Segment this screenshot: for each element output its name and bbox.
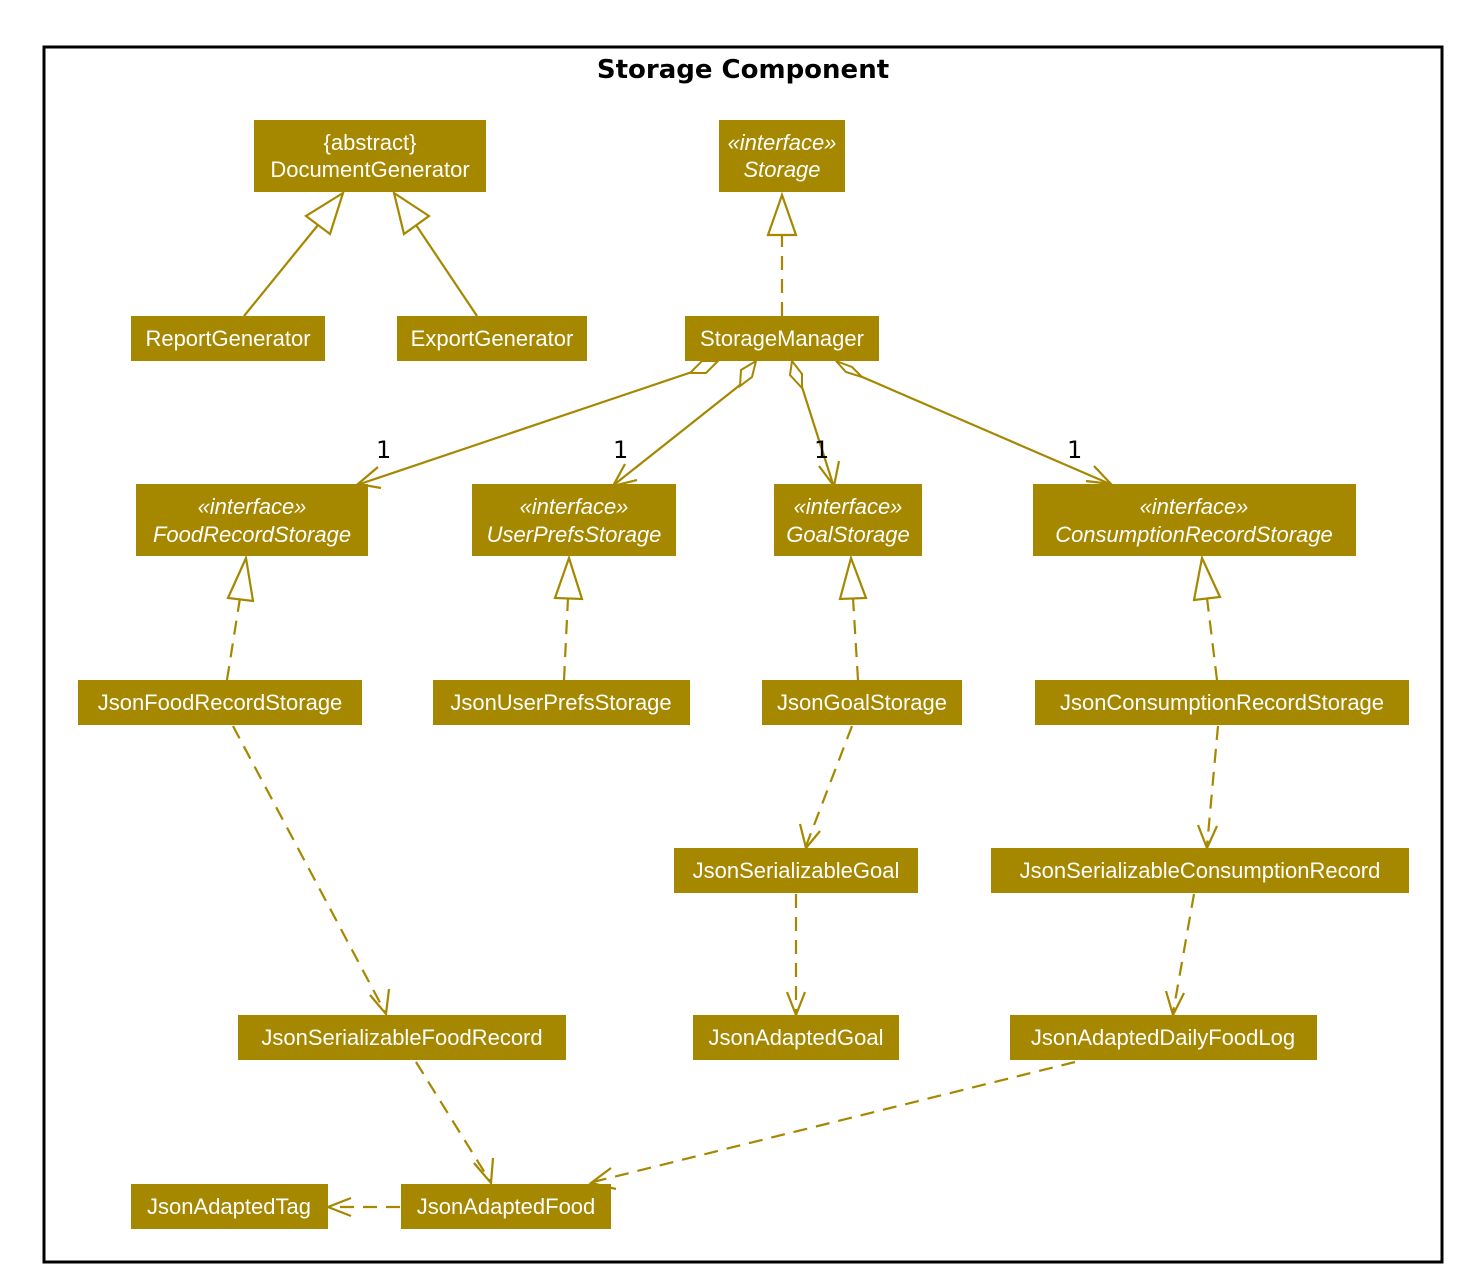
edge-storagemanager-aggregates-userprefsstorage	[610, 358, 758, 488]
class-stereotype: {abstract}	[324, 130, 417, 155]
class-name: JsonAdaptedFood	[417, 1194, 596, 1219]
class-name: FoodRecordStorage	[153, 522, 351, 547]
class-storagemanager[interactable]: StorageManager	[685, 316, 879, 361]
class-stereotype: «interface»	[520, 494, 629, 519]
class-exportgenerator[interactable]: ExportGenerator	[397, 316, 587, 361]
class-name: JsonConsumptionRecordStorage	[1060, 690, 1384, 715]
class-name: GoalStorage	[786, 522, 910, 547]
class-name: JsonFoodRecordStorage	[98, 690, 343, 715]
class-name: ExportGenerator	[411, 326, 574, 351]
class-name: DocumentGenerator	[270, 157, 469, 182]
edge-jsongoalstorage-implements-goalstorage	[838, 554, 868, 681]
edge-reportgenerator-extends-documentgenerator	[243, 190, 345, 317]
class-name: JsonSerializableGoal	[693, 858, 900, 883]
package-frame	[42, 45, 1444, 1264]
edge-jsonfoodrecordstorage-implements-foodrecordstorage	[225, 554, 255, 681]
class-name: UserPrefsStorage	[487, 522, 662, 547]
class-jsongoalstorage[interactable]: JsonGoalStorage	[762, 680, 962, 725]
class-name: ConsumptionRecordStorage	[1055, 522, 1333, 547]
class-jsonconsumptionrecordstorage[interactable]: JsonConsumptionRecordStorage	[1035, 680, 1409, 725]
edge-jsonconsumptionrecordstorage-uses-jsonserializableconsumptionrecord	[1196, 725, 1220, 851]
edge-jsonadaptedfood-uses-jsonadaptedtag	[324, 1196, 400, 1218]
class-stereotype: «interface»	[198, 494, 307, 519]
class-name: JsonAdaptedTag	[147, 1194, 311, 1219]
class-jsonfoodrecordstorage[interactable]: JsonFoodRecordStorage	[78, 680, 362, 725]
class-consumptionrecordstorage[interactable]: «interface» ConsumptionRecordStorage	[1033, 484, 1356, 556]
class-documentgenerator[interactable]: {abstract} DocumentGenerator	[254, 120, 486, 192]
class-name: JsonUserPrefsStorage	[450, 690, 671, 715]
class-jsonserializableconsumptionrecord[interactable]: JsonSerializableConsumptionRecord	[991, 848, 1409, 893]
class-jsonserializablefoodrecord[interactable]: JsonSerializableFoodRecord	[238, 1015, 566, 1060]
edge-jsongoalstorage-uses-jsonserializablegoal	[798, 725, 854, 851]
edge-jsonserializableconsumptionrecord-uses-jsonadapteddailyfoodlog	[1164, 893, 1196, 1019]
class-reportgenerator[interactable]: ReportGenerator	[131, 316, 325, 361]
edge-jsonserializablefoodrecord-uses-jsonadaptedfood	[415, 1061, 495, 1186]
class-name: JsonGoalStorage	[777, 690, 947, 715]
edge-storagemanager-aggregates-consumptionrecordstorage	[835, 360, 1114, 486]
class-jsonuserprefsstorage[interactable]: JsonUserPrefsStorage	[433, 680, 690, 725]
class-stereotype: «interface»	[1140, 494, 1249, 519]
class-name: StorageManager	[700, 326, 864, 351]
edge-jsonconsumptionrecordstorage-implements-consumptionrecordstorage	[1192, 554, 1222, 681]
edge-jsonadapteddailyfoodlog-uses-jsonadaptedfood	[588, 1060, 1076, 1191]
class-name: Storage	[743, 157, 820, 182]
edge-storagemanager-aggregates-goalstorage	[788, 358, 841, 489]
class-name: JsonAdaptedDailyFoodLog	[1031, 1025, 1295, 1050]
class-name: JsonSerializableConsumptionRecord	[1020, 858, 1381, 883]
class-jsonadaptedgoal[interactable]: JsonAdaptedGoal	[693, 1015, 899, 1060]
class-name: JsonSerializableFoodRecord	[261, 1025, 542, 1050]
multiplicity-consumptionrecordstorage: 1	[1067, 436, 1082, 464]
edge-storagemanager-implements-storage	[766, 191, 798, 316]
class-jsonserializablegoal[interactable]: JsonSerializableGoal	[674, 848, 918, 893]
multiplicity-foodrecordstorage: 1	[376, 436, 391, 464]
class-foodrecordstorage[interactable]: «interface» FoodRecordStorage	[136, 484, 368, 556]
class-stereotype: «interface»	[794, 494, 903, 519]
edge-exportgenerator-extends-documentgenerator	[392, 190, 478, 317]
package-title: Storage Component	[597, 55, 889, 85]
edge-jsonfoodrecordstorage-uses-jsonserializablefoodrecord	[232, 725, 391, 1017]
class-jsonadaptedtag[interactable]: JsonAdaptedTag	[131, 1184, 328, 1229]
class-jsonadapteddailyfoodlog[interactable]: JsonAdaptedDailyFoodLog	[1010, 1015, 1317, 1060]
class-stereotype: «interface»	[728, 130, 837, 155]
edge-jsonuserprefsstorage-implements-userprefsstorage	[553, 554, 584, 681]
class-name: JsonAdaptedGoal	[709, 1025, 884, 1050]
multiplicity-goalstorage: 1	[814, 436, 829, 464]
class-storage[interactable]: «interface» Storage	[719, 120, 845, 192]
edge-storagemanager-aggregates-foodrecordstorage	[355, 360, 721, 490]
class-userprefsstorage[interactable]: «interface» UserPrefsStorage	[472, 484, 676, 556]
edge-jsonserializablegoal-uses-jsonadaptedgoal	[785, 894, 807, 1019]
class-jsonadaptedfood[interactable]: JsonAdaptedFood	[401, 1184, 611, 1229]
multiplicity-userprefsstorage: 1	[613, 436, 628, 464]
class-goalstorage[interactable]: «interface» GoalStorage	[774, 484, 922, 556]
class-name: ReportGenerator	[145, 326, 310, 351]
